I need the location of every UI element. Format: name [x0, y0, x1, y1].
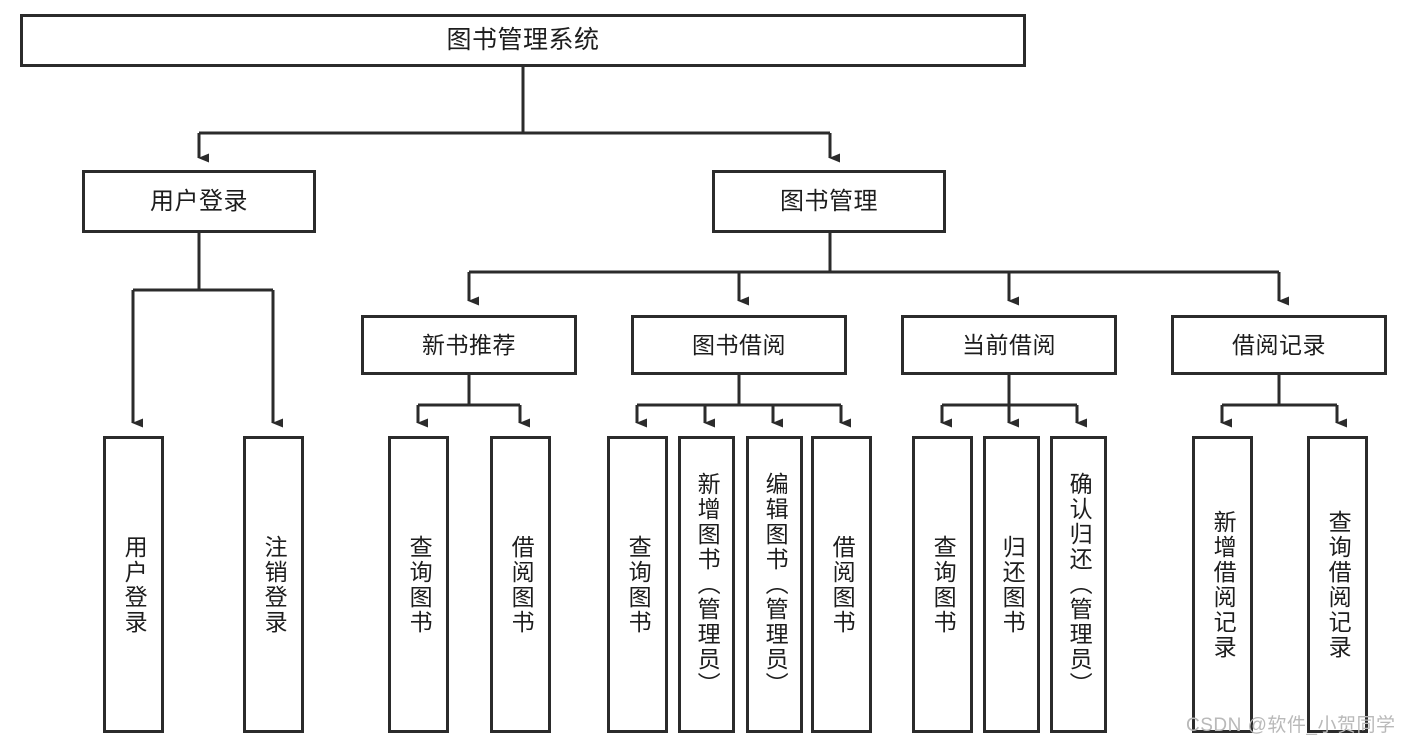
leaf-confirm-return[interactable]: 确认归还（管理员） — [1050, 436, 1107, 733]
leaf-confirm-return-label: 确认归还（管理员） — [1066, 472, 1093, 697]
node-new-book-recommend[interactable]: 新书推荐 — [361, 315, 577, 375]
node-borrow-record-label: 借阅记录 — [1232, 331, 1326, 358]
leaf-borrow-book-2[interactable]: 借阅图书 — [811, 436, 872, 733]
leaf-user-login-label: 用户登录 — [121, 534, 148, 635]
leaf-query-book-2-label: 查询图书 — [625, 534, 652, 635]
leaf-query-record[interactable]: 查询借阅记录 — [1307, 436, 1368, 733]
node-new-book-recommend-label: 新书推荐 — [422, 331, 516, 358]
leaf-query-book-3-label: 查询图书 — [930, 534, 957, 635]
node-book-borrow-label: 图书借阅 — [692, 331, 786, 358]
leaf-edit-book[interactable]: 编辑图书（管理员） — [746, 436, 803, 733]
node-current-borrow-label: 当前借阅 — [962, 331, 1056, 358]
leaf-query-book-1[interactable]: 查询图书 — [388, 436, 449, 733]
leaf-add-record[interactable]: 新增借阅记录 — [1192, 436, 1253, 733]
node-root-label: 图书管理系统 — [446, 25, 600, 54]
leaf-query-book-2[interactable]: 查询图书 — [607, 436, 668, 733]
node-borrow-record[interactable]: 借阅记录 — [1171, 315, 1387, 375]
leaf-return-book[interactable]: 归还图书 — [983, 436, 1040, 733]
leaf-add-book-label: 新增图书（管理员） — [694, 472, 721, 697]
leaf-user-login[interactable]: 用户登录 — [103, 436, 164, 733]
node-user-login-label: 用户登录 — [150, 187, 248, 215]
node-book-borrow[interactable]: 图书借阅 — [631, 315, 847, 375]
leaf-add-record-label: 新增借阅记录 — [1210, 509, 1237, 660]
node-root[interactable]: 图书管理系统 — [20, 14, 1026, 67]
leaf-edit-book-label: 编辑图书（管理员） — [762, 472, 789, 697]
leaf-borrow-book-1-label: 借阅图书 — [508, 534, 535, 635]
node-book-management[interactable]: 图书管理 — [712, 170, 946, 233]
leaf-user-logout[interactable]: 注销登录 — [243, 436, 304, 733]
watermark: CSDN @软件_小贺同学 — [1186, 715, 1396, 736]
leaf-add-book[interactable]: 新增图书（管理员） — [678, 436, 735, 733]
node-user-login[interactable]: 用户登录 — [82, 170, 316, 233]
leaf-user-logout-label: 注销登录 — [261, 534, 288, 635]
node-book-management-label: 图书管理 — [780, 187, 878, 215]
leaf-query-book-3[interactable]: 查询图书 — [912, 436, 973, 733]
leaf-return-book-label: 归还图书 — [999, 534, 1026, 635]
leaf-borrow-book-1[interactable]: 借阅图书 — [490, 436, 551, 733]
leaf-borrow-book-2-label: 借阅图书 — [829, 534, 856, 635]
leaf-query-record-label: 查询借阅记录 — [1325, 509, 1352, 660]
leaf-query-book-1-label: 查询图书 — [406, 534, 433, 635]
node-current-borrow[interactable]: 当前借阅 — [901, 315, 1117, 375]
